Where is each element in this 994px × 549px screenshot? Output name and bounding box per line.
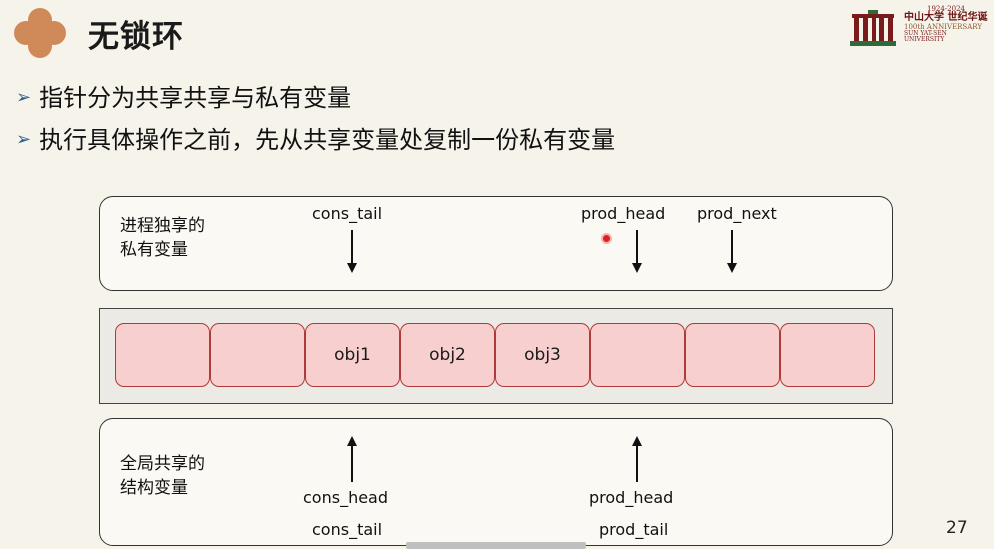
ring-slot (780, 323, 875, 387)
shared-variables-box (99, 418, 893, 546)
ring-slot (685, 323, 780, 387)
logo-years: 1924-2024 (927, 5, 965, 13)
page-number: 27 (946, 518, 968, 538)
bullet-arrow-icon: ➢ (16, 87, 32, 108)
bullet-item: ➢执行具体操作之前，先从共享变量处复制一份私有变量 (16, 126, 616, 154)
ring-slot: obj1 (305, 323, 400, 387)
bullet-item: ➢指针分为共享共享与私有变量 (16, 84, 352, 112)
bullet-arrow-icon: ➢ (16, 129, 32, 150)
pointer-label-cons-tail-shared: cons_tail (312, 520, 383, 539)
logo-name: 中山大学 世纪华诞 (904, 12, 988, 24)
title-badge-icon (10, 6, 70, 60)
logo-anniversary: 100th ANNIVERSARY (904, 22, 982, 31)
ring-slot (210, 323, 305, 387)
private-box-label: 进程独享的 私有变量 (120, 216, 205, 260)
pointer-label-prod-next-private: prod_next (697, 204, 777, 223)
ring-slot: obj2 (400, 323, 495, 387)
ring-slot (115, 323, 210, 387)
private-variables-box (99, 196, 893, 291)
university-logo: 1924-2024 中山大学 世纪华诞 100th ANNIVERSARY SU… (848, 5, 988, 50)
slide-title: 无锁环 (88, 19, 184, 55)
video-progress-bar[interactable] (406, 542, 586, 549)
pointer-label-prod-head-private: prod_head (581, 204, 666, 223)
pointer-label-cons-tail-private: cons_tail (312, 204, 383, 223)
ring-slot (590, 323, 685, 387)
ring-slot: obj3 (495, 323, 590, 387)
logo-university: SUN YAT-SEN UNIVERSITY (904, 30, 947, 44)
pointer-label-prod-head-shared: prod_head (589, 488, 674, 507)
shared-box-label: 全局共享的 结构变量 (120, 454, 205, 498)
laser-pointer-dot (603, 235, 610, 242)
pointer-label-cons-head-shared: cons_head (303, 488, 389, 507)
building-logo-icon (850, 10, 896, 46)
pointer-label-prod-tail-shared: prod_tail (599, 520, 669, 539)
